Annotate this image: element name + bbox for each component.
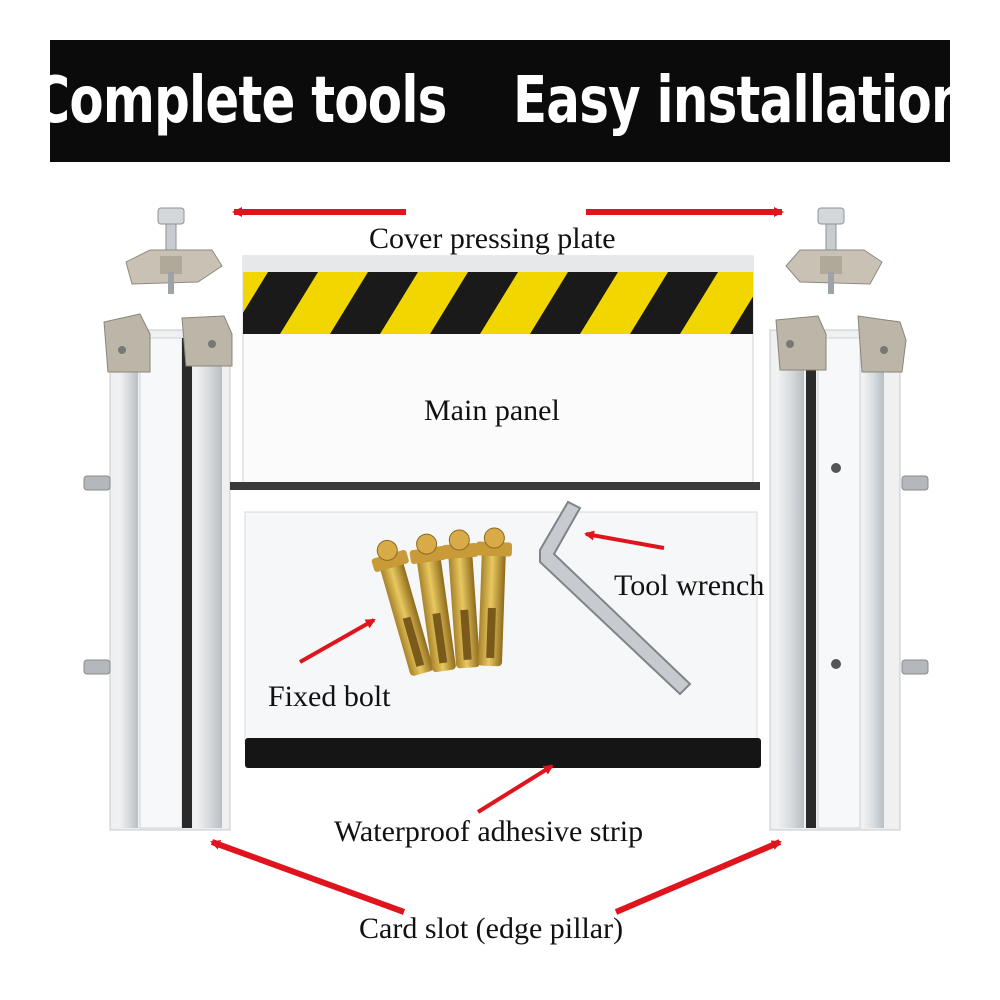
label-main-panel: Main panel [424, 394, 560, 427]
main-panel [230, 255, 760, 490]
tool-wrench [539, 500, 692, 696]
fixed-bolts [371, 527, 513, 676]
label-cover-pressing-plate: Cover pressing plate [369, 222, 616, 255]
waterproof-adhesive-strip-graphic [245, 738, 761, 768]
arrow-slot-left [210, 839, 406, 915]
arrow-slot-right [614, 839, 782, 915]
arrow-bolt [299, 618, 376, 664]
header-title: Complete tools Easy installation [33, 64, 967, 138]
cover-pressing-plate-left [125, 207, 223, 294]
cover-pressing-plate-right [785, 207, 883, 294]
label-fixed-bolt: Fixed bolt [268, 680, 391, 713]
label-waterproof-adhesive-strip: Waterproof adhesive strip [334, 815, 644, 848]
pointer-arrows [210, 207, 784, 915]
header-banner: Complete tools Easy installation [34, 40, 967, 162]
arrow-wrench [584, 530, 665, 550]
label-tool-wrench: Tool wrench [614, 569, 765, 602]
label-card-slot: Card slot (edge pillar) [359, 912, 624, 945]
arrow-strip [476, 764, 554, 814]
edge-pillar-left [83, 313, 233, 831]
edge-pillar-right [769, 315, 929, 831]
